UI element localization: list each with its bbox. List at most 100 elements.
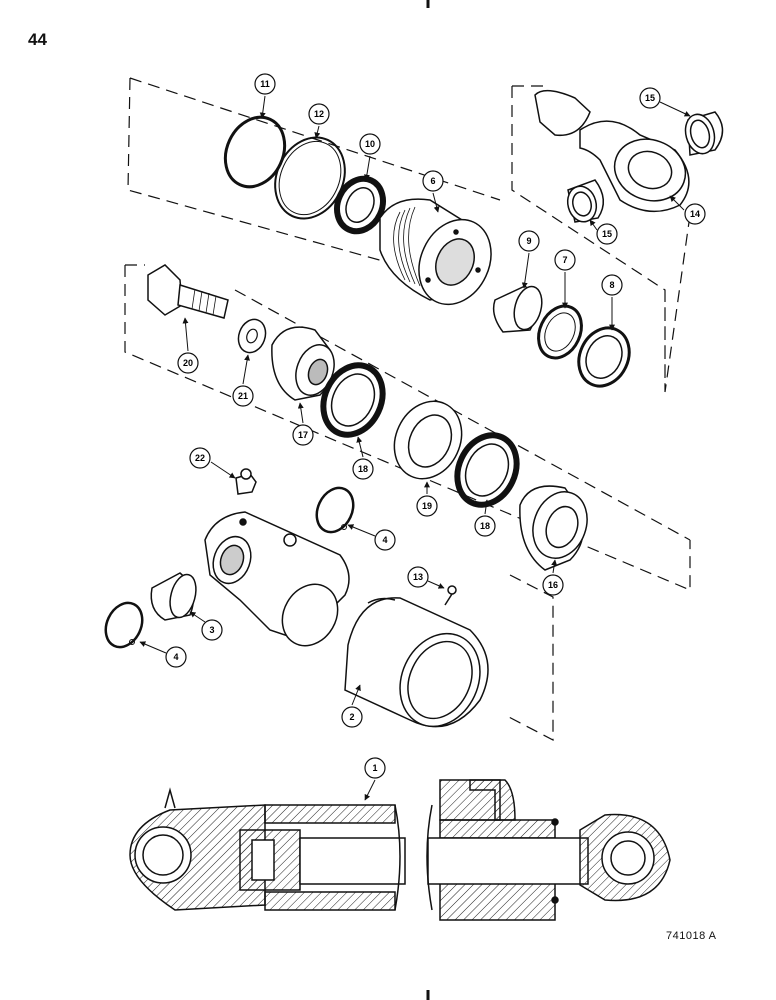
callout-label: 1 (372, 763, 377, 773)
callout-3: 3 (189, 611, 223, 641)
callout-13: 13 (407, 566, 445, 589)
callout-1: 1 (364, 757, 386, 801)
callout-label: 3 (209, 625, 214, 635)
callout-leader (427, 580, 445, 589)
callout-15: 15 (589, 219, 618, 245)
part-3-bushing (150, 572, 197, 621)
callout-circle (601, 274, 623, 296)
callout-leader (182, 317, 189, 352)
callout-circle (165, 646, 187, 668)
callout-16: 16 (542, 559, 564, 596)
part-8-rod-seal (577, 326, 631, 388)
callout-2: 2 (341, 684, 363, 728)
callout-circle (542, 574, 564, 596)
callout-circle (518, 230, 540, 252)
callout-label: 2 (349, 712, 354, 722)
callout-leader (659, 101, 691, 117)
callout-14: 14 (669, 195, 706, 225)
callout-label: 20 (183, 358, 193, 368)
callout-leader (139, 641, 167, 654)
callout-label: 15 (645, 93, 655, 103)
callout-circle (554, 249, 576, 271)
callout-20: 20 (177, 317, 199, 374)
callout-label: 4 (382, 535, 387, 545)
page-number: 44 (28, 30, 47, 49)
part-15-bushing-lower (566, 179, 604, 223)
callout-6: 6 (422, 170, 444, 213)
callout-circle (364, 757, 386, 779)
callout-12: 12 (308, 103, 330, 139)
callout-circle (684, 203, 706, 225)
callout-label: 6 (430, 176, 435, 186)
callout-circle (416, 495, 438, 517)
part-22-grease-fitting (235, 468, 257, 495)
callout-leader (351, 684, 361, 706)
figure-code: 741018 A (666, 930, 717, 942)
callout-4: 4 (139, 641, 187, 668)
callout-21: 21 (232, 354, 254, 407)
part-17-piston-hub (271, 326, 335, 401)
callout-circle (596, 223, 618, 245)
callout-circle (308, 103, 330, 125)
callout-19: 19 (416, 481, 438, 517)
part-9-bushing (492, 285, 543, 333)
callout-label: 11 (260, 79, 270, 89)
callout-leader (210, 461, 236, 479)
callout-label: 18 (358, 464, 368, 474)
part-10-seal (334, 175, 386, 235)
callout-circle (359, 133, 381, 155)
callout-leader (259, 95, 266, 119)
callout-label: 18 (480, 521, 490, 531)
part-7-wiper-ring (537, 304, 583, 360)
callout-circle (177, 352, 199, 374)
callout-7: 7 (554, 249, 576, 309)
part-13-screw (444, 585, 457, 606)
callout-22: 22 (189, 447, 236, 479)
part-18-piston-seal-a (320, 362, 386, 438)
callout-label: 16 (548, 580, 558, 590)
part-19-piston (393, 400, 463, 480)
callout-9: 9 (518, 230, 540, 289)
part-12-backup-ring (274, 136, 346, 220)
callout-circle (374, 529, 396, 551)
assembled-cylinder-section (129, 779, 671, 921)
part-16-end-cap (519, 485, 588, 571)
part-18-piston-seal-b (454, 432, 520, 508)
part-14-rod-eye (534, 89, 690, 213)
part-6-head-gland (379, 198, 492, 306)
callout-circle (341, 706, 363, 728)
callout-circle (474, 515, 496, 537)
callout-17: 17 (292, 402, 314, 446)
callout-circle (232, 385, 254, 407)
callout-leader (589, 219, 598, 231)
callout-leader (242, 354, 251, 385)
callout-15: 15 (639, 87, 691, 117)
part-11-snap-ring (223, 115, 287, 189)
callout-label: 9 (526, 236, 531, 246)
callout-8: 8 (601, 274, 623, 331)
callout-circle (422, 170, 444, 192)
callout-11: 11 (254, 73, 276, 119)
part-4-snap-ring-lower (104, 601, 144, 649)
callout-label: 19 (422, 501, 432, 511)
callout-leader (347, 524, 376, 537)
callout-18: 18 (474, 499, 496, 537)
callout-circle (201, 619, 223, 641)
callout-leader (483, 499, 490, 515)
callout-circle (254, 73, 276, 95)
callout-label: 15 (602, 229, 612, 239)
callout-circle (639, 87, 661, 109)
callout-label: 10 (365, 139, 375, 149)
callout-circle (292, 424, 314, 446)
cylinder-base-block (204, 511, 350, 647)
callout-circle (189, 447, 211, 469)
callout-label: 22 (195, 453, 205, 463)
part-20-bolt (147, 264, 229, 319)
callout-label: 12 (314, 109, 324, 119)
callout-leader (364, 779, 376, 801)
callout-leader (551, 559, 558, 574)
callout-label: 8 (609, 280, 614, 290)
part-21-washer (237, 318, 267, 354)
